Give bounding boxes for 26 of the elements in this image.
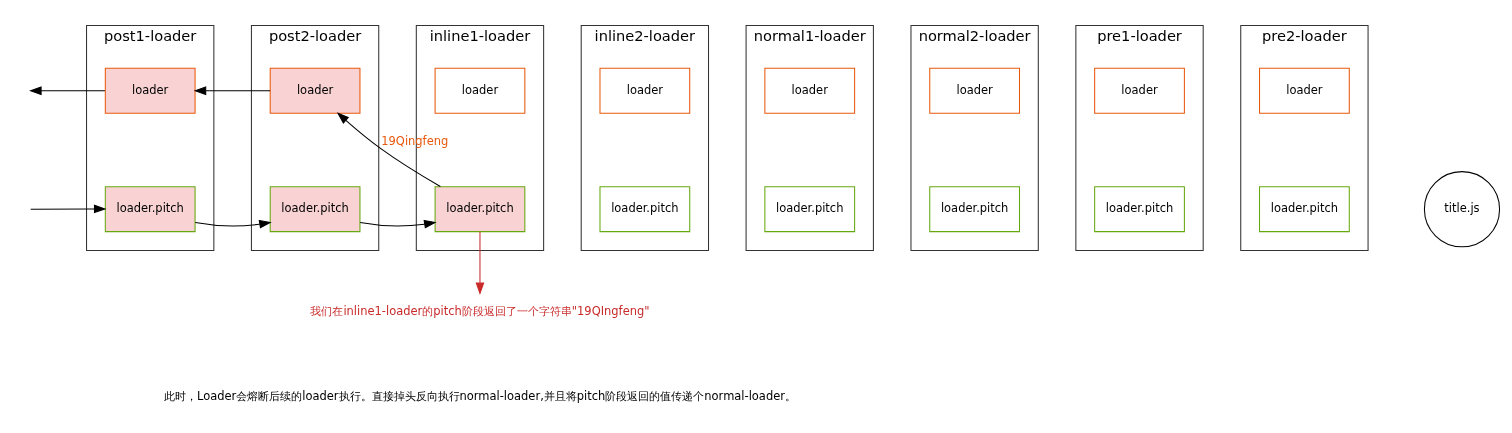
arrow	[29, 86, 106, 96]
arrow	[336, 112, 441, 187]
node-box: loader	[269, 67, 361, 114]
node-text: 我们在inline1-loader的pitch阶段返回了一个字符串"19QIngfeng"	[310, 304, 650, 319]
node-circle: title.js	[1423, 171, 1501, 248]
label: 此时，Loader会熔断后续的loader执行。直接掉头反向执行normal-loader,并且将pitch阶段返回的值传递个normal-loader。	[163, 388, 796, 403]
node-box: loader.pitch	[1094, 186, 1185, 233]
arrow	[193, 86, 271, 96]
node-box: loader	[1094, 67, 1185, 114]
node-box: loader.pitch	[434, 186, 526, 233]
node-box: loader.pitch	[599, 186, 691, 233]
node-box: loader.pitch	[1259, 186, 1350, 233]
node-box: loader	[929, 67, 1021, 114]
node-box: loader	[599, 67, 691, 114]
arrow	[30, 204, 107, 214]
node-box: loader.pitch	[764, 186, 856, 233]
node-box: loader.pitch	[269, 186, 361, 233]
node-box: loader.pitch	[104, 186, 196, 233]
arrow	[475, 231, 485, 295]
arrow	[194, 219, 272, 229]
node-box: loader.pitch	[929, 186, 1021, 233]
arrow	[359, 219, 437, 229]
node-box: loader	[1259, 67, 1350, 114]
node-box: loader	[104, 67, 196, 114]
node-box: loader	[434, 67, 526, 114]
node-box: loader	[764, 67, 856, 114]
